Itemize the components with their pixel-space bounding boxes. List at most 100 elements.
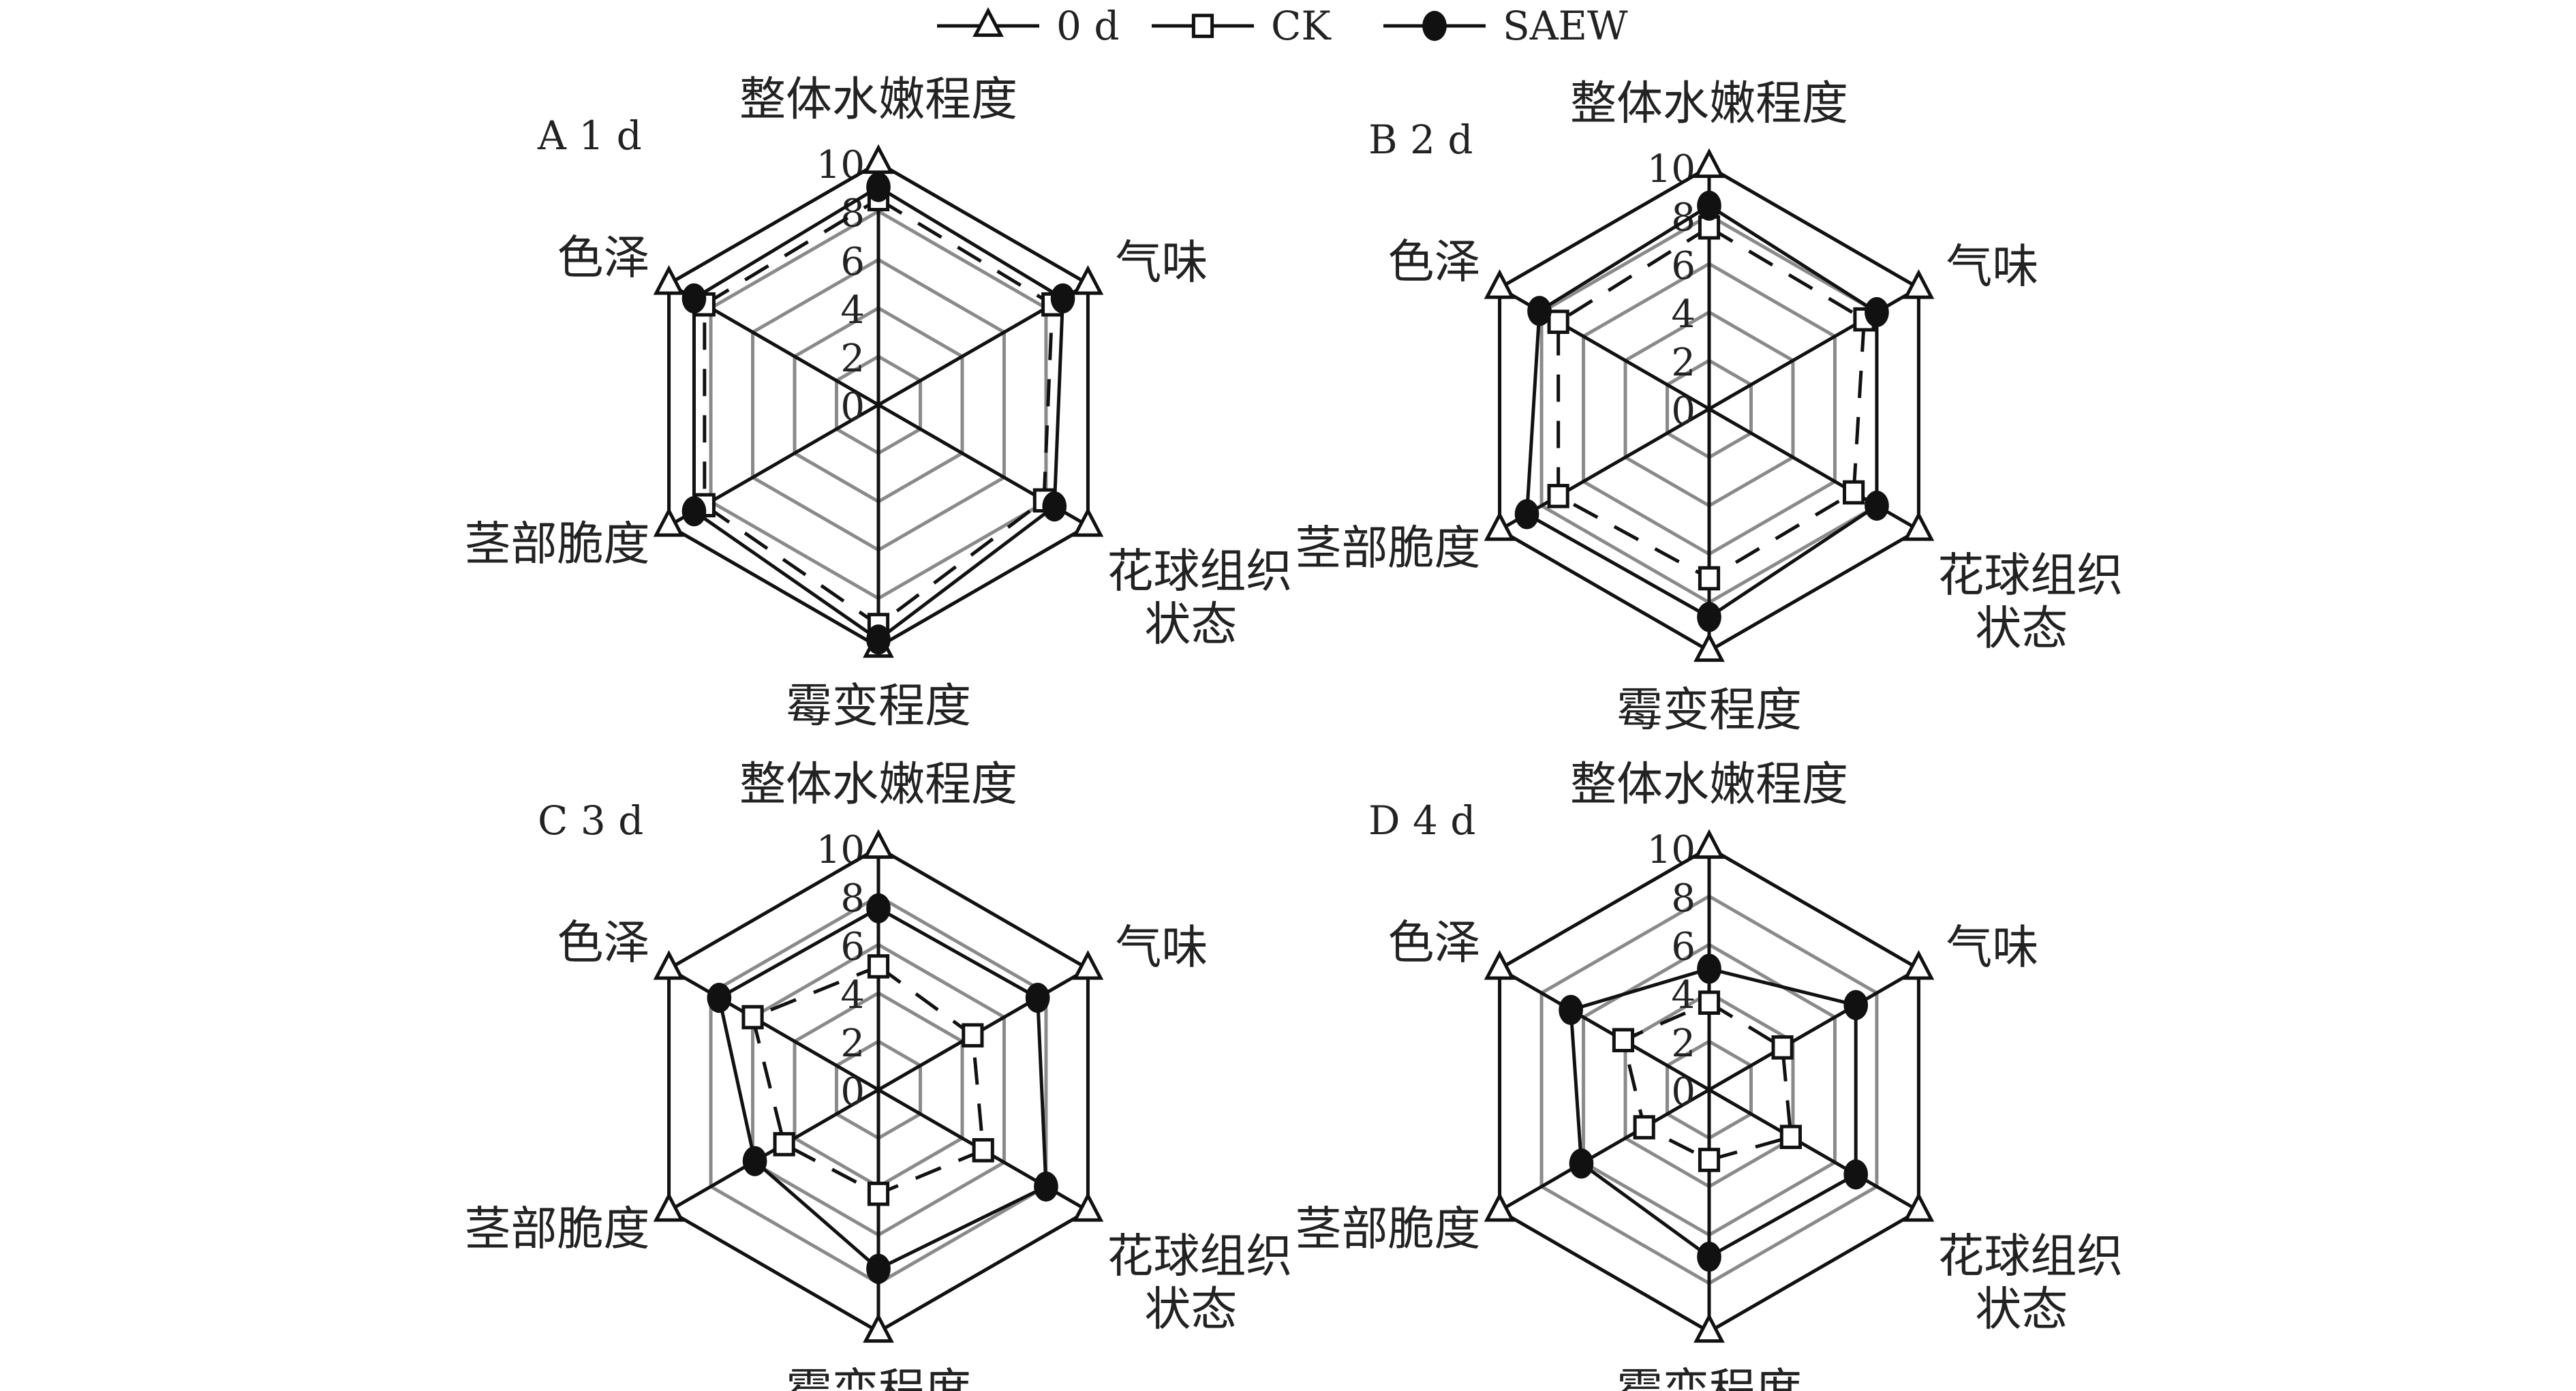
legend-marker-triangle-open-icon <box>972 7 1004 37</box>
series-saew <box>1559 953 1869 1272</box>
axis-label: 整体水嫩程度 <box>1570 758 1848 812</box>
tick-label: 6 <box>1671 244 1696 288</box>
legend-marker-circle-filled-icon <box>1422 10 1447 42</box>
data-point-triangle-open-icon <box>863 144 894 174</box>
data-point-square-open-icon <box>773 1132 795 1157</box>
tick-label: 10 <box>1647 147 1696 192</box>
data-point-triangle-open-icon <box>1072 950 1104 980</box>
data-point-triangle-open-icon <box>1484 1192 1516 1222</box>
panel-title: D 4 d <box>1368 797 1475 844</box>
axis-label-line: 整体水嫩程度 <box>1570 758 1848 812</box>
axis-label-line: 气味 <box>1946 241 2038 294</box>
axis-label: 整体水嫩程度 <box>739 758 1017 812</box>
tick-label: 4 <box>840 973 865 1018</box>
data-point-triangle-open-icon <box>1072 507 1104 537</box>
axis-spoke <box>668 967 880 1092</box>
tick-label: 4 <box>1671 292 1696 337</box>
axis-label-line: 整体水嫩程度 <box>1570 77 1848 131</box>
axis-spoke <box>1499 967 1711 1092</box>
data-point-triangle-open-icon <box>1693 1313 1725 1343</box>
data-point-triangle-open-icon <box>863 1313 894 1343</box>
axis-label-line: 气味 <box>1946 921 2038 975</box>
data-point-triangle-open-icon <box>653 1192 685 1222</box>
axis-label: 整体水嫩程度 <box>739 73 1017 127</box>
data-point-circle-filled-icon <box>1034 1171 1058 1202</box>
data-point-square-open-icon <box>867 1181 890 1206</box>
data-point-circle-filled-icon <box>1527 296 1552 326</box>
series-saew <box>681 172 1075 655</box>
axis-label-line: 整体水嫩程度 <box>739 758 1017 812</box>
tick-label: 2 <box>1671 341 1696 385</box>
tick-label: 10 <box>816 828 865 872</box>
axis-label-line: 色泽 <box>1388 236 1481 290</box>
data-point-circle-filled-icon <box>1050 283 1075 314</box>
data-point-triangle-open-icon <box>1903 950 1935 980</box>
tick-label: 0 <box>840 1070 865 1114</box>
tick-label: 4 <box>840 288 865 333</box>
axis-label: 霉变程度 <box>1616 684 1802 737</box>
axis-label-line: 霉变程度 <box>1616 1364 1802 1391</box>
data-point-circle-filled-icon <box>866 624 891 655</box>
axis-label: 花球组织状态 <box>1937 1230 2123 1337</box>
data-point-triangle-open-icon <box>1903 511 1935 541</box>
axis-label: 霉变程度 <box>786 679 971 733</box>
axis-label-line: 霉变程度 <box>786 1364 971 1391</box>
data-point-square-open-icon <box>972 1137 994 1163</box>
axis-label-line: 花球组织 <box>1107 545 1292 599</box>
data-point-circle-filled-icon <box>681 496 707 527</box>
axis-label: 花球组织状态 <box>1107 545 1292 652</box>
data-point-circle-filled-icon <box>742 1146 767 1176</box>
axis-spoke <box>1708 1088 1920 1212</box>
legend-item-0d: 0 d <box>937 3 1119 49</box>
data-point-circle-filled-icon <box>1042 491 1067 522</box>
data-point-triangle-open-icon <box>653 265 685 295</box>
axis-label: 气味 <box>1946 921 2038 975</box>
axis-label: 霉变程度 <box>786 1364 971 1391</box>
tick-label: 2 <box>840 1022 865 1066</box>
data-point-triangle-open-icon <box>1903 269 1935 299</box>
tick-label: 8 <box>1671 876 1696 921</box>
axis-label-line: 花球组织 <box>1937 1230 2123 1284</box>
axis-label-line: 茎部脆度 <box>465 1203 650 1257</box>
data-point-circle-filled-icon <box>1559 994 1583 1025</box>
data-point-circle-filled-icon <box>1025 983 1050 1013</box>
legend-label: SAEW <box>1503 3 1628 49</box>
series-0d <box>1484 148 1935 662</box>
axis-label: 气味 <box>1946 241 2038 294</box>
data-point-circle-filled-icon <box>866 893 891 923</box>
data-point-square-open-icon <box>1843 480 1865 505</box>
axis-label-line: 色泽 <box>557 917 650 970</box>
legend-label: 0 d <box>1056 3 1119 49</box>
data-point-triangle-open-icon <box>1693 632 1725 662</box>
axis-label: 气味 <box>1115 236 1208 290</box>
tick-label: 6 <box>1671 925 1696 969</box>
series-ck <box>1547 215 1875 591</box>
tick-label: 10 <box>816 143 865 187</box>
series-ck <box>1612 990 1803 1172</box>
axis-label: 茎部脆度 <box>1295 1203 1481 1257</box>
data-point-square-open-icon <box>1698 566 1721 591</box>
data-point-triangle-open-icon <box>1484 950 1516 980</box>
axis-label-line: 茎部脆度 <box>1295 522 1481 576</box>
axis-label: 色泽 <box>557 232 650 286</box>
legend-item-saew: SAEW <box>1383 3 1628 49</box>
axis-label-line: 整体水嫩程度 <box>739 73 1017 127</box>
axis-label: 花球组织状态 <box>1937 549 2123 656</box>
axis-label: 气味 <box>1115 921 1208 975</box>
data-point-circle-filled-icon <box>1569 1148 1594 1179</box>
axis-label-line: 花球组织 <box>1107 1230 1292 1284</box>
axis-label: 茎部脆度 <box>465 1203 650 1257</box>
data-point-triangle-open-icon <box>1903 1192 1935 1222</box>
axis-label: 花球组织状态 <box>1107 1230 1292 1337</box>
data-point-square-open-icon <box>1547 309 1569 334</box>
tick-label: 2 <box>840 337 865 381</box>
tick-label: 0 <box>1671 389 1696 433</box>
data-point-square-open-icon <box>1698 990 1721 1015</box>
data-point-circle-filled-icon <box>1697 953 1721 984</box>
data-point-circle-filled-icon <box>866 1253 891 1284</box>
axis-label: 色泽 <box>1388 917 1481 970</box>
data-point-circle-filled-icon <box>1865 296 1889 328</box>
data-point-square-open-icon <box>741 1005 764 1030</box>
